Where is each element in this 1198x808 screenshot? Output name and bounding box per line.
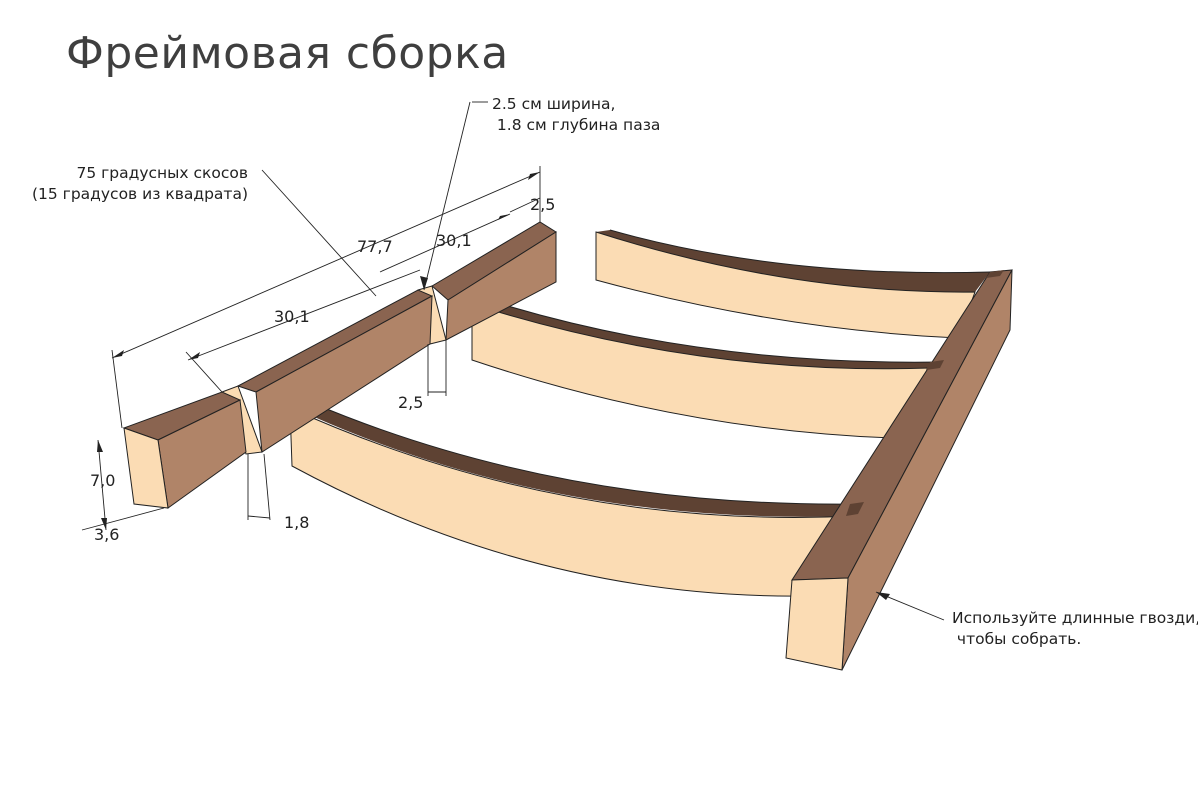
bevel-note-line-2: (15 градусов из квадрата) [31,185,248,203]
dim-depth: 1,8 [284,513,309,532]
bevel-note-line-1: 75 градусных скосов [76,164,248,182]
dimension-lines [81,101,945,621]
dim-segment-right: 30,1 [436,231,472,250]
nails-note-line-2: чтобы собрать. [952,630,1082,648]
groove-note-line-2: 1.8 см глубина паза [492,116,661,134]
left-beam [122,221,557,509]
nails-note-line-1: Используйте длинные гвозди, [952,609,1198,627]
dim-width: 3,6 [94,525,119,544]
curved-board-front [289,401,861,597]
dimension-arrows [97,172,890,600]
nails-note: Используйте длинные гвозди, чтобы собрат… [952,608,1198,650]
dim-total-length: 77,7 [357,237,393,256]
dim-segment-left: 30,1 [274,307,310,326]
groove-note: 2.5 см ширина, 1.8 см глубина паза [492,94,660,136]
dim-height: 7,0 [90,471,115,490]
bevel-note: 75 градусных скосов (15 градусов из квад… [26,163,248,205]
dim-notch-bottom: 2,5 [398,393,423,412]
dim-notch-top: 2,5 [530,195,555,214]
page-title: Фреймовая сборка [66,28,509,79]
groove-note-line-1: 2.5 см ширина, [492,95,616,113]
curved-board-middle [471,299,943,439]
curved-board-back [595,229,991,339]
right-beam [785,269,1013,671]
